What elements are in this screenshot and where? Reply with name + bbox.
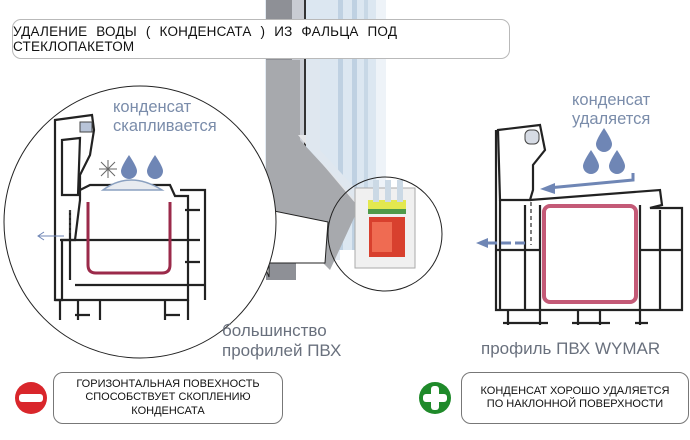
reinforcement-right (542, 204, 638, 304)
left-label-line1: конденсат (113, 98, 192, 116)
water-drop-icon (147, 155, 163, 179)
right-label-line2: удаляется (572, 110, 651, 128)
arrow-slope (547, 173, 635, 190)
title-text: УДАЛЕНИЕ ВОДЫ ( КОНДЕНСАТА ) ИЗ ФАЛЬЦА П… (13, 24, 398, 54)
no-entry-icon (15, 382, 47, 414)
right-note-box: КОНДЕНСАТ ХОРОШО УДАЛЯЕТСЯ ПО НАКЛОННОЙ … (461, 372, 689, 424)
profile-cross-section-small (354, 180, 416, 269)
arrow-exit-head (476, 238, 488, 248)
water-drop-icon (121, 155, 137, 179)
water-drop-icon (583, 150, 599, 174)
arrow-left-small (37, 231, 64, 241)
snowflake-icon (99, 160, 117, 178)
page-title: УДАЛЕНИЕ ВОДЫ ( КОНДЕНСАТА ) ИЗ ФАЛЬЦА П… (12, 19, 510, 59)
reinforcement-left (86, 202, 172, 275)
left-note-line3: КОНДЕНСАТА (131, 404, 205, 417)
left-label-line2: скапливается (113, 117, 217, 135)
left-note-line2: СПОСОБСТВУЕТ СКОПЛЕНИЮ (85, 391, 251, 404)
right-caption: профиль ПВХ WYMAR (481, 339, 661, 358)
left-note-line1: ГОРИЗОНТАЛЬНАЯ ПОВЕХНОСТЬ (76, 377, 260, 390)
arrow-slope-head (540, 183, 555, 194)
water-drop-icon (609, 150, 625, 174)
left-condensate-label: конденсат скапливается (113, 98, 217, 136)
water-drop-icon (596, 128, 612, 152)
left-caption: большинство профилей ПВХ (222, 321, 341, 361)
condensate-puddle (100, 179, 165, 191)
left-caption-line1: большинство (222, 321, 327, 340)
right-label-line1: конденсат (572, 91, 651, 109)
left-note-box: ГОРИЗОНТАЛЬНАЯ ПОВЕХНОСТЬ СПОСОБСТВУЕТ С… (53, 372, 283, 424)
left-caption-line2: профилей ПВХ (222, 341, 342, 360)
right-note-line1: КОНДЕНСАТ ХОРОШО УДАЛЯЕТСЯ (480, 384, 670, 397)
right-condensate-label: конденсат удаляется (572, 91, 650, 129)
magnifier-circle-small (327, 176, 443, 292)
right-note-line2: ПО НАКЛОННОЙ ПОВЕРХНОСТИ (486, 398, 664, 410)
profile-left (53, 113, 207, 320)
plus-icon (419, 382, 451, 414)
